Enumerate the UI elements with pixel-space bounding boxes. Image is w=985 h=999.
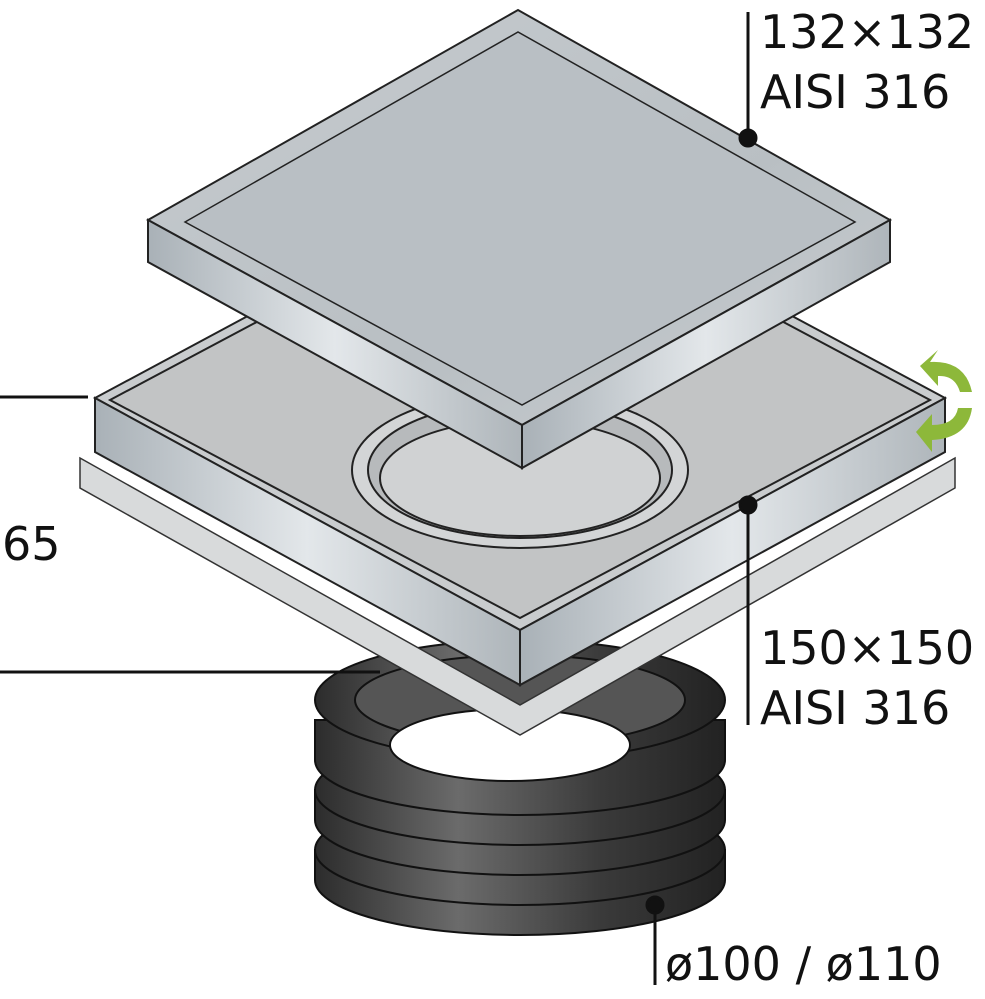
- grate-material-label: AISI 316: [760, 65, 951, 119]
- outlet-diameter-label: ø100 / ø110: [665, 937, 942, 991]
- grate: [145, 8, 893, 470]
- grate-size-label: 132×132: [760, 5, 975, 59]
- frame-material-label: AISI 316: [760, 681, 951, 735]
- frame-flange: [79, 456, 956, 736]
- height-label: 65: [2, 517, 61, 571]
- rotate-arrow-icon: [916, 350, 972, 452]
- frame-size-label: 150×150: [760, 621, 975, 675]
- leader-lines: [0, 12, 758, 985]
